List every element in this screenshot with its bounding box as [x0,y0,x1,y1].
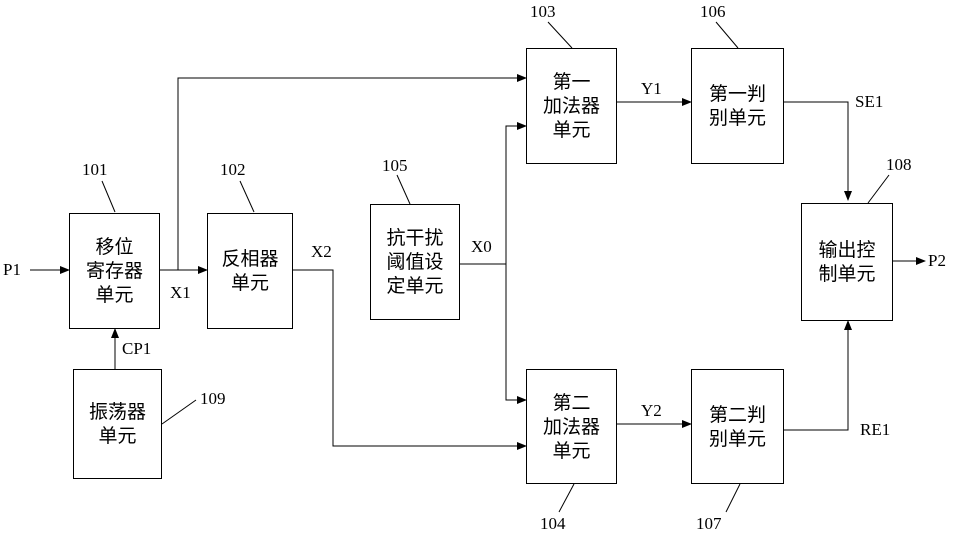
block-text-line: 别单元 [709,106,766,130]
x0-to-second-adder-arrow [506,264,526,400]
ref-label-107: 107 [696,514,722,534]
first-discriminator-block: 第一判 别单元 [691,48,784,164]
block-text-line: 第一判 [709,82,766,106]
first-adder-block: 第一 加法器 单元 [526,48,617,164]
block-text-line: 抗干扰 [386,226,443,250]
leader-103 [548,22,572,48]
block-text-line: 输出控 [818,238,875,262]
signal-label-x0: X0 [471,237,492,257]
signal-label-x1: X1 [170,283,191,303]
block-text-line: 别单元 [709,427,766,451]
oscillator-block: 振荡器 单元 [73,369,162,479]
block-text-line: 移位 [95,235,133,259]
leader-101 [102,181,115,212]
block-text-line: 第二 [552,391,590,415]
ref-label-103: 103 [530,2,556,22]
block-text-line: 单元 [98,424,136,448]
signal-label-cp1: CP1 [122,339,151,359]
block-text-line: 反相器 [221,247,278,271]
second-discriminator-block: 第二判 别单元 [691,369,784,484]
ref-label-108: 108 [886,155,912,175]
block-text-line: 第一 [552,70,590,94]
second-adder-block: 第二 加法器 单元 [526,369,617,484]
leader-104 [559,484,574,512]
signal-label-p1: P1 [3,260,21,280]
block-text-line: 第二判 [709,403,766,427]
threshold-setting-block: 抗干扰 阈值设 定单元 [370,204,460,320]
ref-label-102: 102 [220,160,246,180]
block-text-line: 定单元 [386,274,443,298]
leader-109 [162,400,196,424]
signal-label-se1: SE1 [855,92,883,112]
ref-label-106: 106 [700,2,726,22]
block-text-line: 单元 [552,439,590,463]
ref-label-101: 101 [82,160,108,180]
ref-label-109: 109 [200,389,226,409]
ref-label-104: 104 [540,514,566,534]
leader-106 [716,22,738,48]
block-text-line: 阈值设 [386,250,443,274]
block-text-line: 加法器 [543,415,600,439]
x0-to-first-adder-arrow [460,126,526,264]
leader-108 [868,175,889,203]
block-text-line: 加法器 [543,94,600,118]
output-control-block: 输出控 制单元 [801,203,893,321]
block-text-line: 寄存器 [86,259,143,283]
leader-107 [726,484,740,512]
inverter-block: 反相器 单元 [207,213,293,329]
re1-arrow [784,321,848,430]
block-text-line: 振荡器 [89,400,146,424]
block-text-line: 单元 [231,271,269,295]
signal-label-p2: P2 [928,251,946,271]
block-text-line: 制单元 [818,262,875,286]
signal-label-y2: Y2 [641,401,662,421]
leader-102 [240,181,254,212]
signal-label-re1: RE1 [860,420,890,440]
signal-label-y1: Y1 [641,79,662,99]
ref-label-105: 105 [382,156,408,176]
block-text-line: 单元 [552,118,590,142]
shift-register-block: 移位 寄存器 单元 [69,213,160,329]
se1-arrow [784,102,848,200]
leader-105 [397,175,410,204]
block-text-line: 单元 [95,283,133,307]
signal-label-x2: X2 [311,242,332,262]
